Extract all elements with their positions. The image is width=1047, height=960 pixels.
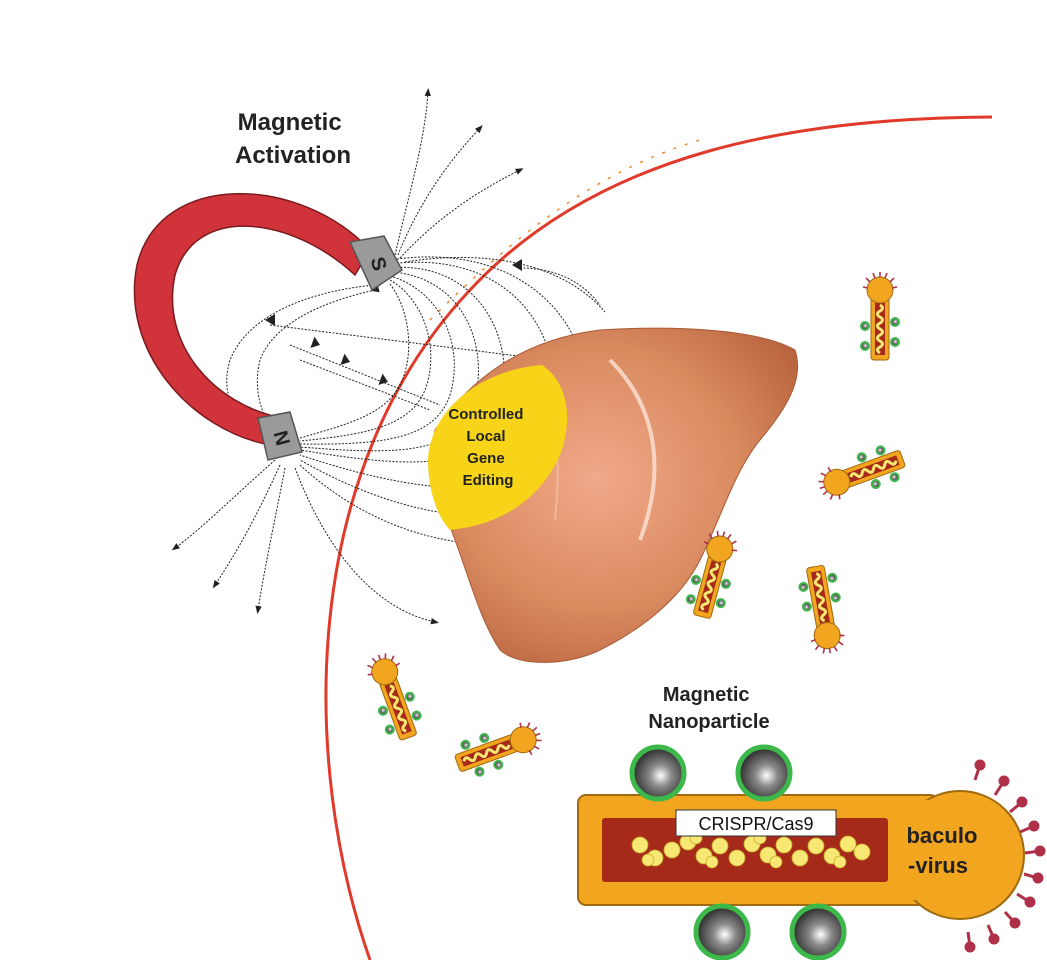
baculovirus-icon xyxy=(577,759,1046,953)
activation-label: Magnetic Activation xyxy=(235,109,351,169)
editing-label: Controlled Local Gene Editing xyxy=(448,406,527,489)
magnetic-nanoparticle-icon xyxy=(629,744,847,960)
horseshoe-magnet-icon xyxy=(133,192,403,461)
baculovirus-label: baculo -virus xyxy=(906,823,983,878)
pole-north-label: N xyxy=(269,428,294,448)
editing-zone xyxy=(428,365,568,530)
crispr-label: CRISPR/Cas9 xyxy=(698,814,813,834)
cell-membrane xyxy=(324,115,993,960)
pole-south-label: S xyxy=(366,255,391,274)
nanoparticle-label: Magnetic Nanoparticle xyxy=(648,684,769,733)
